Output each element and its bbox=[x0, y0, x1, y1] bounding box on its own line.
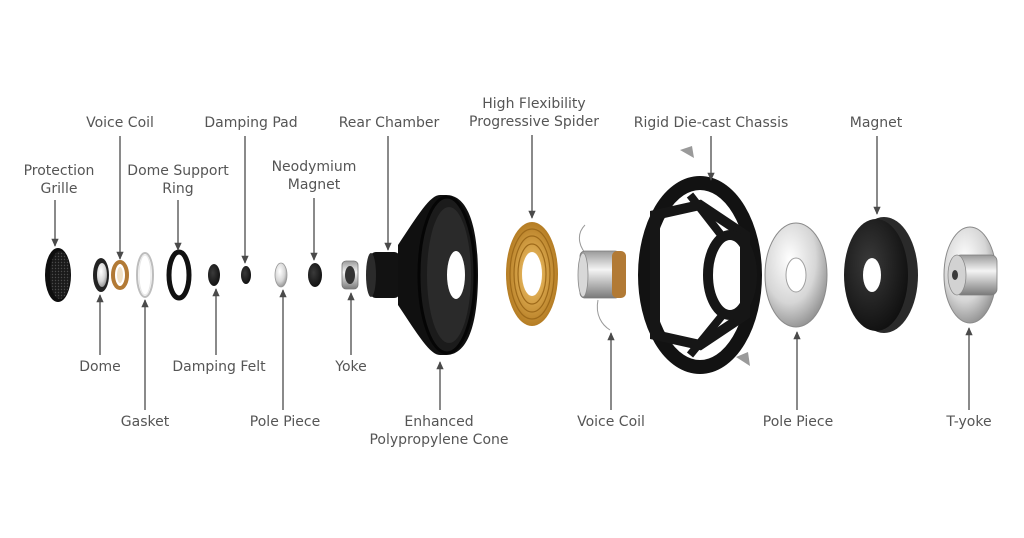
chassis-part bbox=[638, 146, 762, 374]
label-line: Damping Pad bbox=[204, 115, 298, 131]
label-line: Yoke bbox=[335, 359, 367, 375]
label-line: Pole Piece bbox=[249, 414, 321, 430]
label-line: Rigid Die-cast Chassis bbox=[633, 115, 789, 131]
label-cone: Enhanced Polypropylene Cone bbox=[369, 413, 508, 449]
label-line: Damping Felt bbox=[172, 359, 266, 375]
spider-part bbox=[506, 222, 558, 326]
label-line: Voice Coil bbox=[86, 115, 154, 131]
label-chassis: Rigid Die-cast Chassis bbox=[634, 114, 789, 132]
label-line: Gasket bbox=[120, 414, 170, 430]
label-line: High Flexibility bbox=[482, 96, 586, 112]
t-yoke-part bbox=[943, 226, 998, 324]
dome-part bbox=[93, 258, 109, 292]
label-line: Protection bbox=[23, 163, 95, 179]
label-line: Rear Chamber bbox=[338, 115, 440, 131]
label-line: Pole Piece bbox=[762, 414, 834, 430]
gasket-part bbox=[136, 252, 154, 298]
label-damping-pad: Damping Pad bbox=[204, 114, 297, 132]
label-pole-piece-woofer: Pole Piece bbox=[763, 413, 833, 431]
label-dome-support-ring: Dome Support Ring bbox=[127, 162, 228, 198]
label-protection-grille: Protection Grille bbox=[24, 162, 95, 198]
label-yoke: Yoke bbox=[335, 358, 366, 376]
label-line: Grille bbox=[40, 181, 78, 197]
label-line: Voice Coil bbox=[577, 414, 645, 430]
label-line: Enhanced bbox=[404, 414, 474, 430]
label-magnet: Magnet bbox=[850, 114, 903, 132]
label-line: Magnet bbox=[849, 115, 903, 131]
label-line: Progressive Spider bbox=[469, 114, 599, 130]
label-line: Magnet bbox=[287, 177, 341, 193]
magnet-part bbox=[844, 217, 918, 333]
label-dome: Dome bbox=[79, 358, 121, 376]
label-spider: High Flexibility Progressive Spider bbox=[469, 95, 599, 131]
label-t-yoke: T-yoke bbox=[946, 413, 991, 431]
yoke-part bbox=[341, 260, 359, 290]
label-line: Ring bbox=[162, 181, 194, 197]
label-gasket: Gasket bbox=[121, 413, 169, 431]
label-neodymium-magnet: Neodymium Magnet bbox=[272, 158, 357, 194]
woofer-voice-coil-part bbox=[577, 224, 626, 331]
damping-pad-part bbox=[241, 266, 251, 284]
label-line: Neodymium bbox=[271, 159, 357, 175]
damping-felt-part bbox=[208, 264, 220, 286]
tweeter-pole-piece-part bbox=[274, 262, 288, 288]
label-rear-chamber: Rear Chamber bbox=[339, 114, 440, 132]
label-damping-felt: Damping Felt bbox=[172, 358, 265, 376]
label-line: Dome Support bbox=[127, 163, 229, 179]
label-voice-coil-tweeter: Voice Coil bbox=[86, 114, 154, 132]
label-voice-coil-woofer: Voice Coil bbox=[577, 413, 645, 431]
label-pole-piece-tweeter: Pole Piece bbox=[250, 413, 320, 431]
label-line: Dome bbox=[79, 359, 121, 375]
protection-grille-part bbox=[45, 248, 71, 302]
woofer-pole-piece-part bbox=[764, 222, 828, 328]
cone-assembly-part bbox=[366, 195, 478, 355]
callout-arrows bbox=[51, 135, 973, 410]
tweeter-voice-coil-part bbox=[111, 260, 129, 290]
label-line: Polypropylene Cone bbox=[369, 432, 509, 448]
dome-support-ring-part bbox=[166, 249, 192, 301]
neodymium-magnet-part bbox=[308, 263, 322, 287]
label-line: T-yoke bbox=[946, 414, 992, 430]
